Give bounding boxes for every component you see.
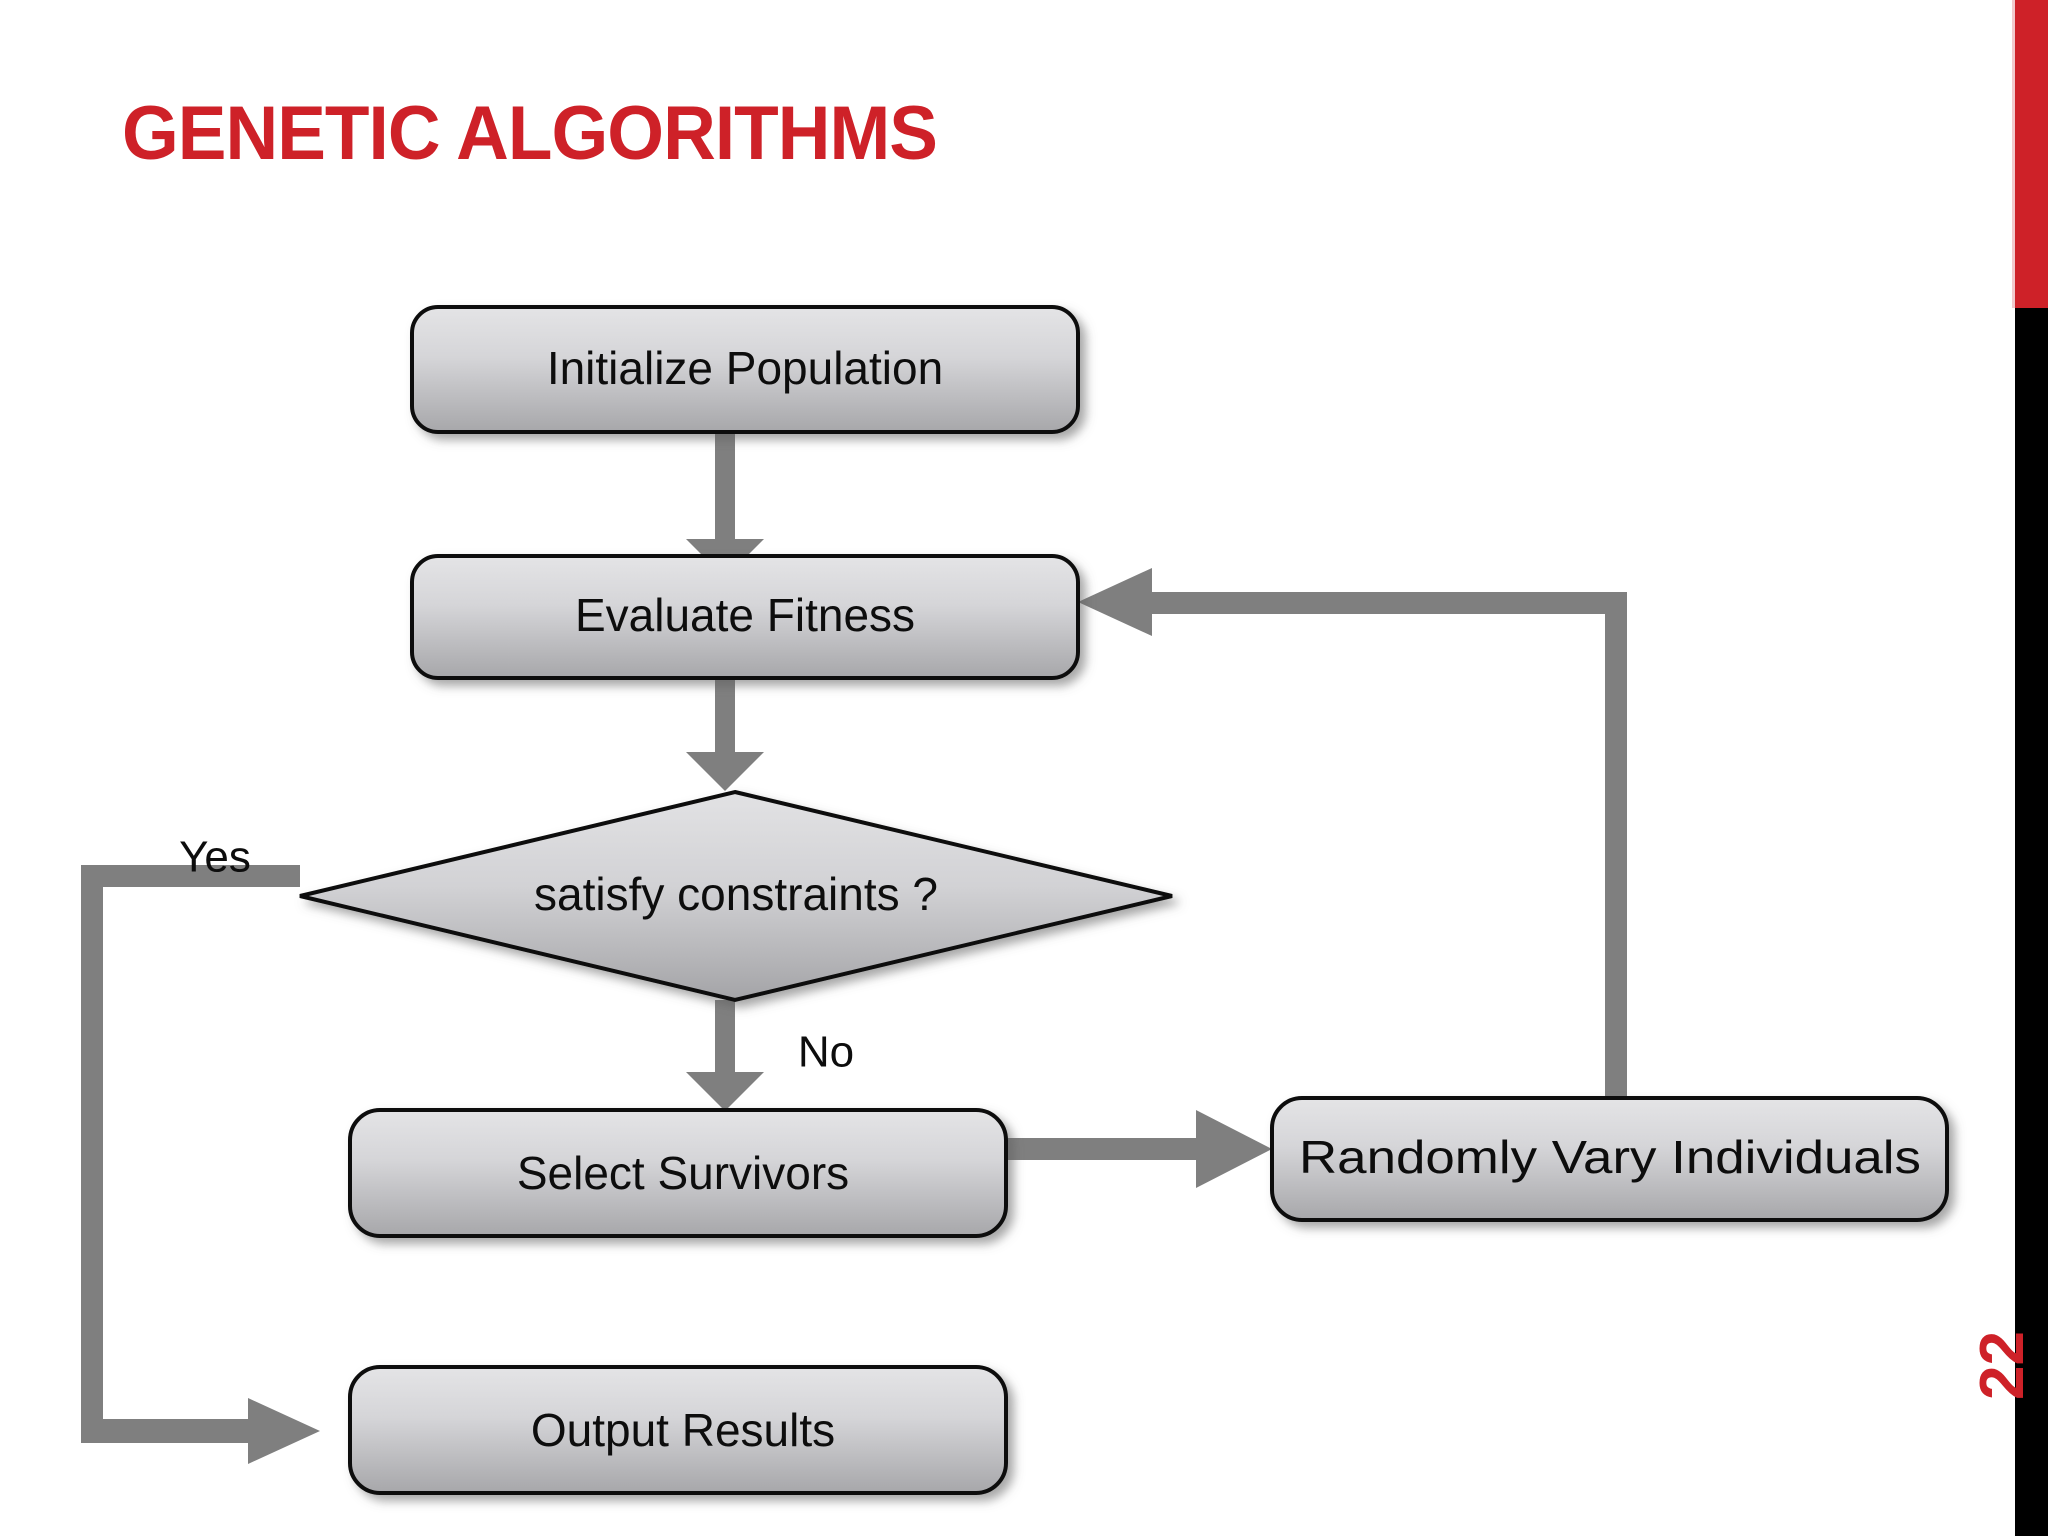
edge-bar-red	[2015, 0, 2048, 308]
connector-select-to-vary	[1006, 1110, 1272, 1188]
connector-yes-path	[81, 865, 320, 1464]
edge-hairline	[2012, 0, 2015, 308]
node-initialize-population-shape[interactable]	[410, 305, 1080, 434]
node-evaluate-fitness[interactable]: Evaluate Fitness	[410, 554, 1080, 680]
node-satisfy-constraints-decision[interactable]: satisfy constraints ?	[299, 789, 1173, 1003]
node-select-survivors-shape[interactable]	[348, 1108, 1008, 1238]
node-randomly-vary-individuals-label: Randomly Vary Individuals	[1299, 1131, 1921, 1183]
node-output-results[interactable]: Output Results	[348, 1365, 1008, 1495]
connector-decision-to-select	[686, 1000, 764, 1111]
node-select-survivors-label: Select Survivors	[517, 1147, 849, 1199]
node-satisfy-constraints-shape[interactable]	[299, 789, 1173, 1003]
node-output-results-shape[interactable]	[348, 1365, 1008, 1495]
edge-bar-black	[2015, 308, 2048, 1536]
node-output-results-label: Output Results	[531, 1404, 835, 1456]
node-randomly-vary-individuals[interactable]: Randomly Vary Individuals	[1270, 1096, 1949, 1222]
branch-label-no: No	[798, 1028, 854, 1077]
node-initialize-population[interactable]: Initialize Population	[410, 305, 1080, 434]
node-randomly-vary-individuals-shape[interactable]	[1270, 1096, 1949, 1222]
node-satisfy-constraints-label: satisfy constraints ?	[534, 868, 938, 920]
connector-initialize-to-evaluate	[686, 430, 764, 578]
branch-label-yes: Yes	[179, 833, 251, 882]
connector-feedback-loop	[1078, 568, 1627, 1098]
node-evaluate-fitness-label: Evaluate Fitness	[575, 589, 915, 641]
node-initialize-population-label: Initialize Population	[547, 342, 943, 394]
node-select-survivors[interactable]: Select Survivors	[348, 1108, 1008, 1238]
connector-evaluate-to-decision	[686, 676, 764, 791]
page-title: GENETIC ALGORITHMS	[122, 91, 938, 176]
node-evaluate-fitness-shape[interactable]	[410, 554, 1080, 680]
